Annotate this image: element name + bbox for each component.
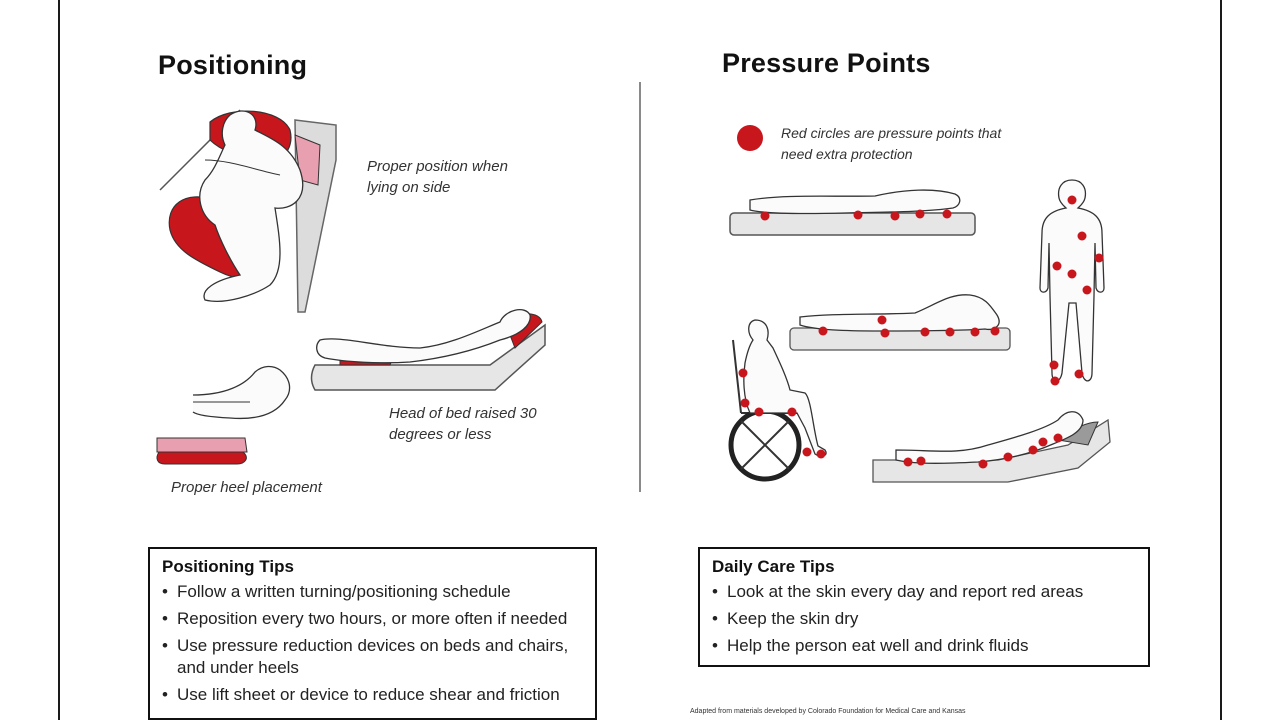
source-credit: Adapted from materials developed by Colo…: [690, 708, 966, 715]
list-item: Follow a written turning/positioning sch…: [162, 581, 583, 603]
pressure-point-legend-marker: [737, 125, 763, 151]
page-border-right: [1220, 0, 1222, 720]
positioning-tips-list: Follow a written turning/positioning sch…: [162, 581, 583, 706]
list-item: Help the person eat well and drink fluid…: [712, 635, 1136, 657]
bed-raised-caption: Head of bed raised 30 degrees or less: [389, 405, 537, 443]
positioning-heading: Positioning: [158, 50, 308, 80]
head-raised-bed-illustration: [310, 309, 546, 391]
page-border-left: [58, 0, 60, 720]
side-lying-illustration: [159, 109, 337, 313]
wheelchair-pressure-illustration: [728, 319, 827, 482]
list-item: Reposition every two hours, or more ofte…: [162, 608, 583, 630]
daily-care-tips-box: Daily Care Tips Look at the skin every d…: [698, 547, 1150, 667]
side-lying-caption: Proper position when lying on side: [367, 158, 508, 196]
positioning-tips-title: Positioning Tips: [162, 557, 294, 576]
side-lying-pressure-illustration: [789, 294, 1011, 351]
back-view-pressure-illustration: [1039, 179, 1105, 386]
pressure-points-heading: Pressure Points: [722, 48, 931, 78]
daily-care-tips-title: Daily Care Tips: [712, 557, 835, 576]
list-item: Use pressure reduction devices on beds a…: [162, 635, 583, 679]
supine-pressure-illustration: [729, 189, 976, 236]
heel-placement-illustration: [156, 365, 291, 465]
positioning-tips-box: Positioning Tips Follow a written turnin…: [148, 547, 597, 720]
daily-care-tips-list: Look at the skin every day and report re…: [712, 581, 1136, 657]
section-divider: [639, 82, 641, 492]
pressure-points-legend: Red circles are pressure points that nee…: [781, 125, 1002, 162]
raised-bed-pressure-illustration: [872, 411, 1111, 483]
list-item: Look at the skin every day and report re…: [712, 581, 1136, 603]
list-item: Use lift sheet or device to reduce shear…: [162, 684, 583, 706]
heel-placement-caption: Proper heel placement: [171, 479, 322, 496]
list-item: Keep the skin dry: [712, 608, 1136, 630]
